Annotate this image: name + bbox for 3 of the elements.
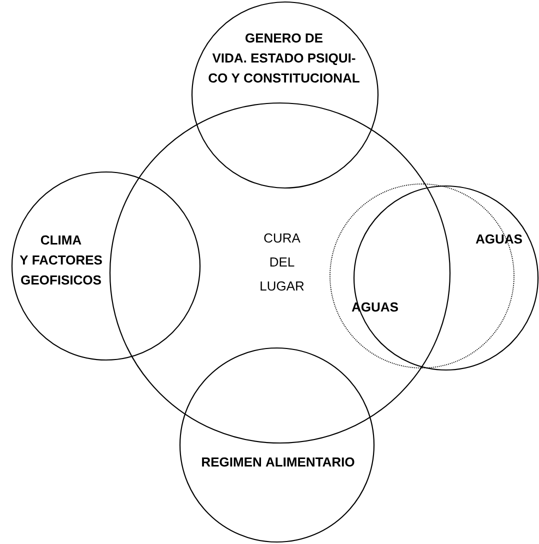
circle-node: GENERO DE VIDA. ESTADO PSIQUI- CO Y CONSTITUCIONAL: [191, 1, 379, 189]
circle-node: CLIMA Y FACTORES GEOFISICOS: [11, 171, 201, 361]
circle-node: REGIMEN ALIMENTARIO: [179, 347, 375, 543]
